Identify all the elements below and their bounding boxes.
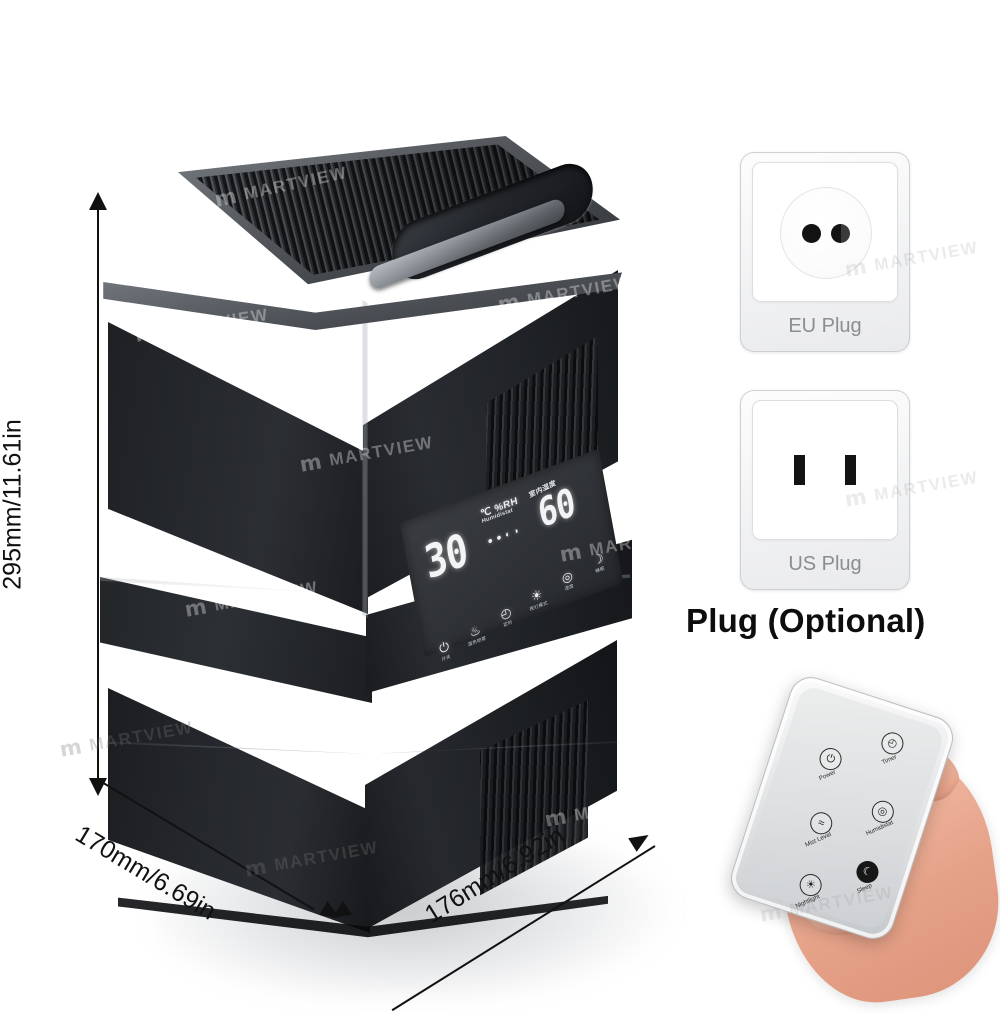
us-pin-slot-right bbox=[845, 455, 856, 485]
remote-button-timer[interactable]: ◴ Timer bbox=[875, 729, 907, 767]
panel-button-sleep[interactable]: ☽ 睡眠 bbox=[583, 548, 615, 579]
us-plug-label: US Plug bbox=[788, 553, 862, 575]
remote-control-group: ◴ Timer ⏻ Power ◎ Humidistat ≈ Mist Leve… bbox=[725, 671, 1000, 1014]
plug-option-eu[interactable]: EU Plug bbox=[740, 152, 910, 352]
height-arrow-top-icon bbox=[89, 192, 107, 210]
product-lower-body bbox=[108, 640, 620, 940]
eu-pin-hole-left bbox=[802, 224, 821, 243]
top-cap bbox=[100, 136, 620, 326]
eu-plug-label: EU Plug bbox=[788, 315, 862, 337]
sun-icon: ☀ bbox=[796, 871, 825, 899]
eu-socket-face bbox=[752, 162, 898, 302]
panel-button-nightlight[interactable]: ☀ 夜灯模式 bbox=[521, 584, 553, 615]
plug-option-us[interactable]: US Plug bbox=[740, 390, 910, 590]
mist-dot: ◗ bbox=[513, 524, 521, 537]
remote-button-label: Timer bbox=[880, 753, 899, 767]
us-pin-slot-left bbox=[794, 455, 805, 485]
moon-icon: ☾ bbox=[853, 858, 882, 886]
eu-socket-icon bbox=[780, 187, 872, 279]
plug-section-title: Plug (Optional) bbox=[686, 602, 926, 639]
mist-dot: ● bbox=[495, 531, 503, 543]
height-dimension-line bbox=[97, 205, 99, 785]
height-dimension-label: 295mm/11.61in bbox=[0, 419, 27, 590]
power-icon: ⏻ bbox=[437, 638, 451, 657]
remote-button-mist-level[interactable]: ≈ Mist Level bbox=[801, 809, 837, 849]
mist-dot: ◐ bbox=[504, 528, 512, 540]
mist-dot: ● bbox=[486, 534, 494, 547]
remote-button-label: Sleep bbox=[855, 882, 874, 895]
upper-body-edge-highlight bbox=[362, 300, 368, 618]
panel-button-humidistat[interactable]: ◎ 湿度 bbox=[552, 565, 584, 596]
remote-button-sleep[interactable]: ☾ Sleep bbox=[851, 858, 882, 895]
temperature-readout: 30 bbox=[420, 522, 472, 590]
upper-body-left-face bbox=[108, 322, 368, 614]
us-socket-face bbox=[752, 400, 898, 540]
eu-pin-hole-right bbox=[831, 224, 850, 243]
remote-button-nightlight[interactable]: ☀ Nightlight bbox=[792, 871, 826, 910]
remote-button-label: Power bbox=[818, 768, 838, 783]
humidifier-product-render bbox=[60, 120, 700, 1000]
height-arrow-bottom-icon bbox=[89, 778, 107, 796]
power-icon: ⏻ bbox=[816, 745, 845, 773]
remote-button-humidistat[interactable]: ◎ Humidistat bbox=[862, 797, 900, 837]
mist-level-indicator: ● ● ◐ ◗ bbox=[486, 524, 521, 547]
clock-icon: ◴ bbox=[878, 729, 907, 758]
remote-button-power[interactable]: ⏻ Power bbox=[814, 745, 845, 782]
